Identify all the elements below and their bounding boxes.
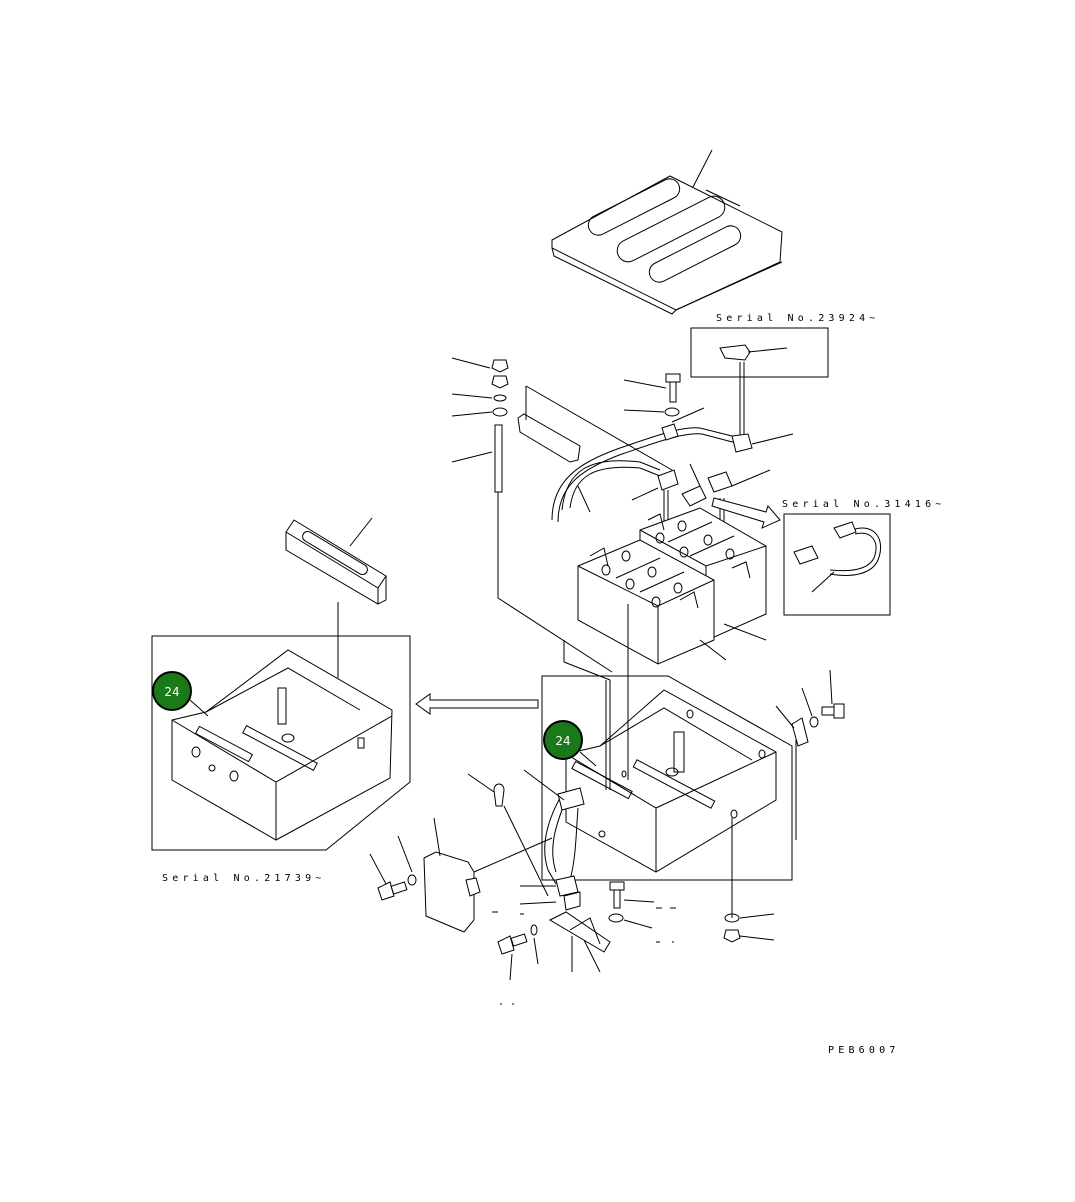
spacer-plate [285,517,387,678]
callout-24-tray[interactable]: 24 [543,720,597,767]
serial-21739-inset: Serial No.21739~ [151,635,411,884]
battery-cables [551,407,794,604]
battery-tray-inset [541,604,793,881]
serial-31416-inset: Serial No.31416~ [782,499,946,616]
bolts-left-bottom [369,835,539,1005]
bottom-fasteners [548,881,775,973]
terminal-cover [423,773,553,933]
callout-number: 24 [555,734,570,748]
callout-number: 24 [164,685,179,699]
tray-fasteners-right [731,669,845,918]
callout-marker [152,671,192,711]
serial-label-top: Serial No.23924~ [716,313,880,324]
hold-down-hardware [451,357,673,673]
battery-cover [551,149,783,315]
bolt-top [623,373,681,417]
callout-24-left[interactable]: 24 [152,671,209,717]
arrow-right [711,497,781,529]
serial-label-left: Serial No.21739~ [162,873,326,884]
battery-front [577,539,767,665]
arrow-left [415,693,539,715]
callout-marker [543,720,583,760]
drawing-code: PEB6007 [828,1045,900,1056]
tray-cable [492,769,585,915]
serial-label-right: Serial No.31416~ [782,499,946,510]
serial-23924-inset: Serial No.23924~ [690,313,880,438]
